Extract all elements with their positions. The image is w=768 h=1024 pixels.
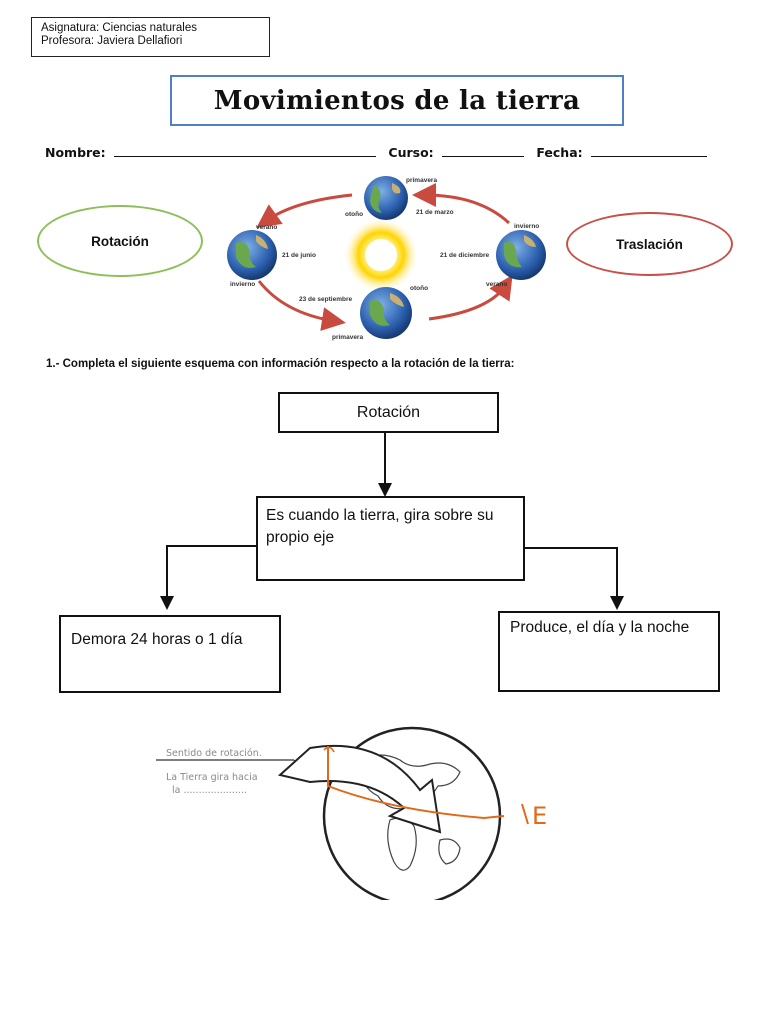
scheme-root-box: Rotación [278, 392, 499, 433]
label-bottom-season-a: otoño [410, 285, 428, 292]
teacher-text: Profesora: Javiera Dellafiori [41, 35, 183, 47]
globe-bottom-icon [360, 287, 412, 339]
scheme-right-leaf-box: Produce, el día y la noche [498, 611, 720, 692]
date-label: Fecha: [536, 145, 583, 160]
orbit-arrow-top-right [412, 183, 511, 225]
globe-right-icon [496, 230, 546, 280]
label-top-season-a: primavera [406, 177, 437, 184]
question-text: 1.- Completa el siguiente esquema con in… [46, 358, 515, 370]
globe-top-icon [364, 176, 408, 220]
caption-earth-rotates: La Tierra gira hacia [166, 772, 258, 783]
label-right-season-b: verano [486, 281, 507, 288]
label-top-season-b: otoño [345, 211, 363, 218]
earth-rotation-drawing: Sentido de rotación. La Tierra gira haci… [156, 726, 547, 900]
orbit-arrow-bottom-right [428, 274, 513, 321]
label-left-season-b: invierno [230, 281, 255, 288]
orbit-arrow-bottom-left [257, 280, 346, 331]
translation-bubble-label: Traslación [616, 236, 683, 252]
label-bottom-season-b: primavera [332, 334, 363, 341]
caption-blank: la ..................... [172, 785, 247, 796]
scheme-definition-box: Es cuando la tierra, gira sobre su propi… [256, 496, 525, 581]
label-right-date: 21 de diciembre [440, 252, 490, 259]
scheme-definition-text: Es cuando la tierra, gira sobre su propi… [266, 507, 494, 546]
label-left-date: 21 de junio [282, 252, 316, 259]
earth-orbit-illustration: primavera otoño 21 de marzo verano invie… [224, 173, 549, 341]
course-label: Curso: [388, 145, 434, 160]
name-label: Nombre: [45, 145, 106, 160]
label-top-date: 21 de marzo [416, 209, 454, 216]
scheme-root-text: Rotación [356, 403, 421, 421]
name-field[interactable] [114, 145, 377, 157]
connector-to-right-leaf [525, 547, 624, 610]
scheme-left-leaf-text: Demora 24 horas o 1 día [71, 631, 243, 648]
rotation-arrow-icon [277, 744, 442, 834]
date-field[interactable] [591, 145, 707, 157]
globe-left-icon [227, 230, 277, 280]
handwritten-stroke [327, 746, 505, 820]
rotation-bubble: Rotación [37, 205, 203, 277]
scheme-left-leaf-box: Demora 24 horas o 1 día [59, 615, 281, 693]
handwritten-letter: E [532, 802, 547, 830]
header-info-box: Asignatura: Ciencias naturales Profesora… [31, 17, 270, 57]
course-field[interactable] [442, 145, 525, 157]
page-title: Movimientos de la tierra [170, 75, 624, 126]
translation-bubble: Traslación [566, 212, 733, 276]
orbit-arrow-top-left [256, 193, 353, 228]
label-left-season-a: verano [256, 224, 277, 231]
connector-to-left-leaf [160, 545, 256, 610]
rotation-bubble-label: Rotación [91, 233, 149, 249]
label-right-season-a: invierno [514, 223, 539, 230]
label-bottom-date: 23 de septiembre [299, 296, 352, 303]
student-fields: Nombre: Curso: Fecha: [45, 145, 725, 160]
caption-rotation-direction: Sentido de rotación. [166, 748, 262, 759]
subject-text: Asignatura: Ciencias naturales [41, 22, 197, 34]
scheme-right-leaf-text: Produce, el día y la noche [510, 619, 690, 636]
